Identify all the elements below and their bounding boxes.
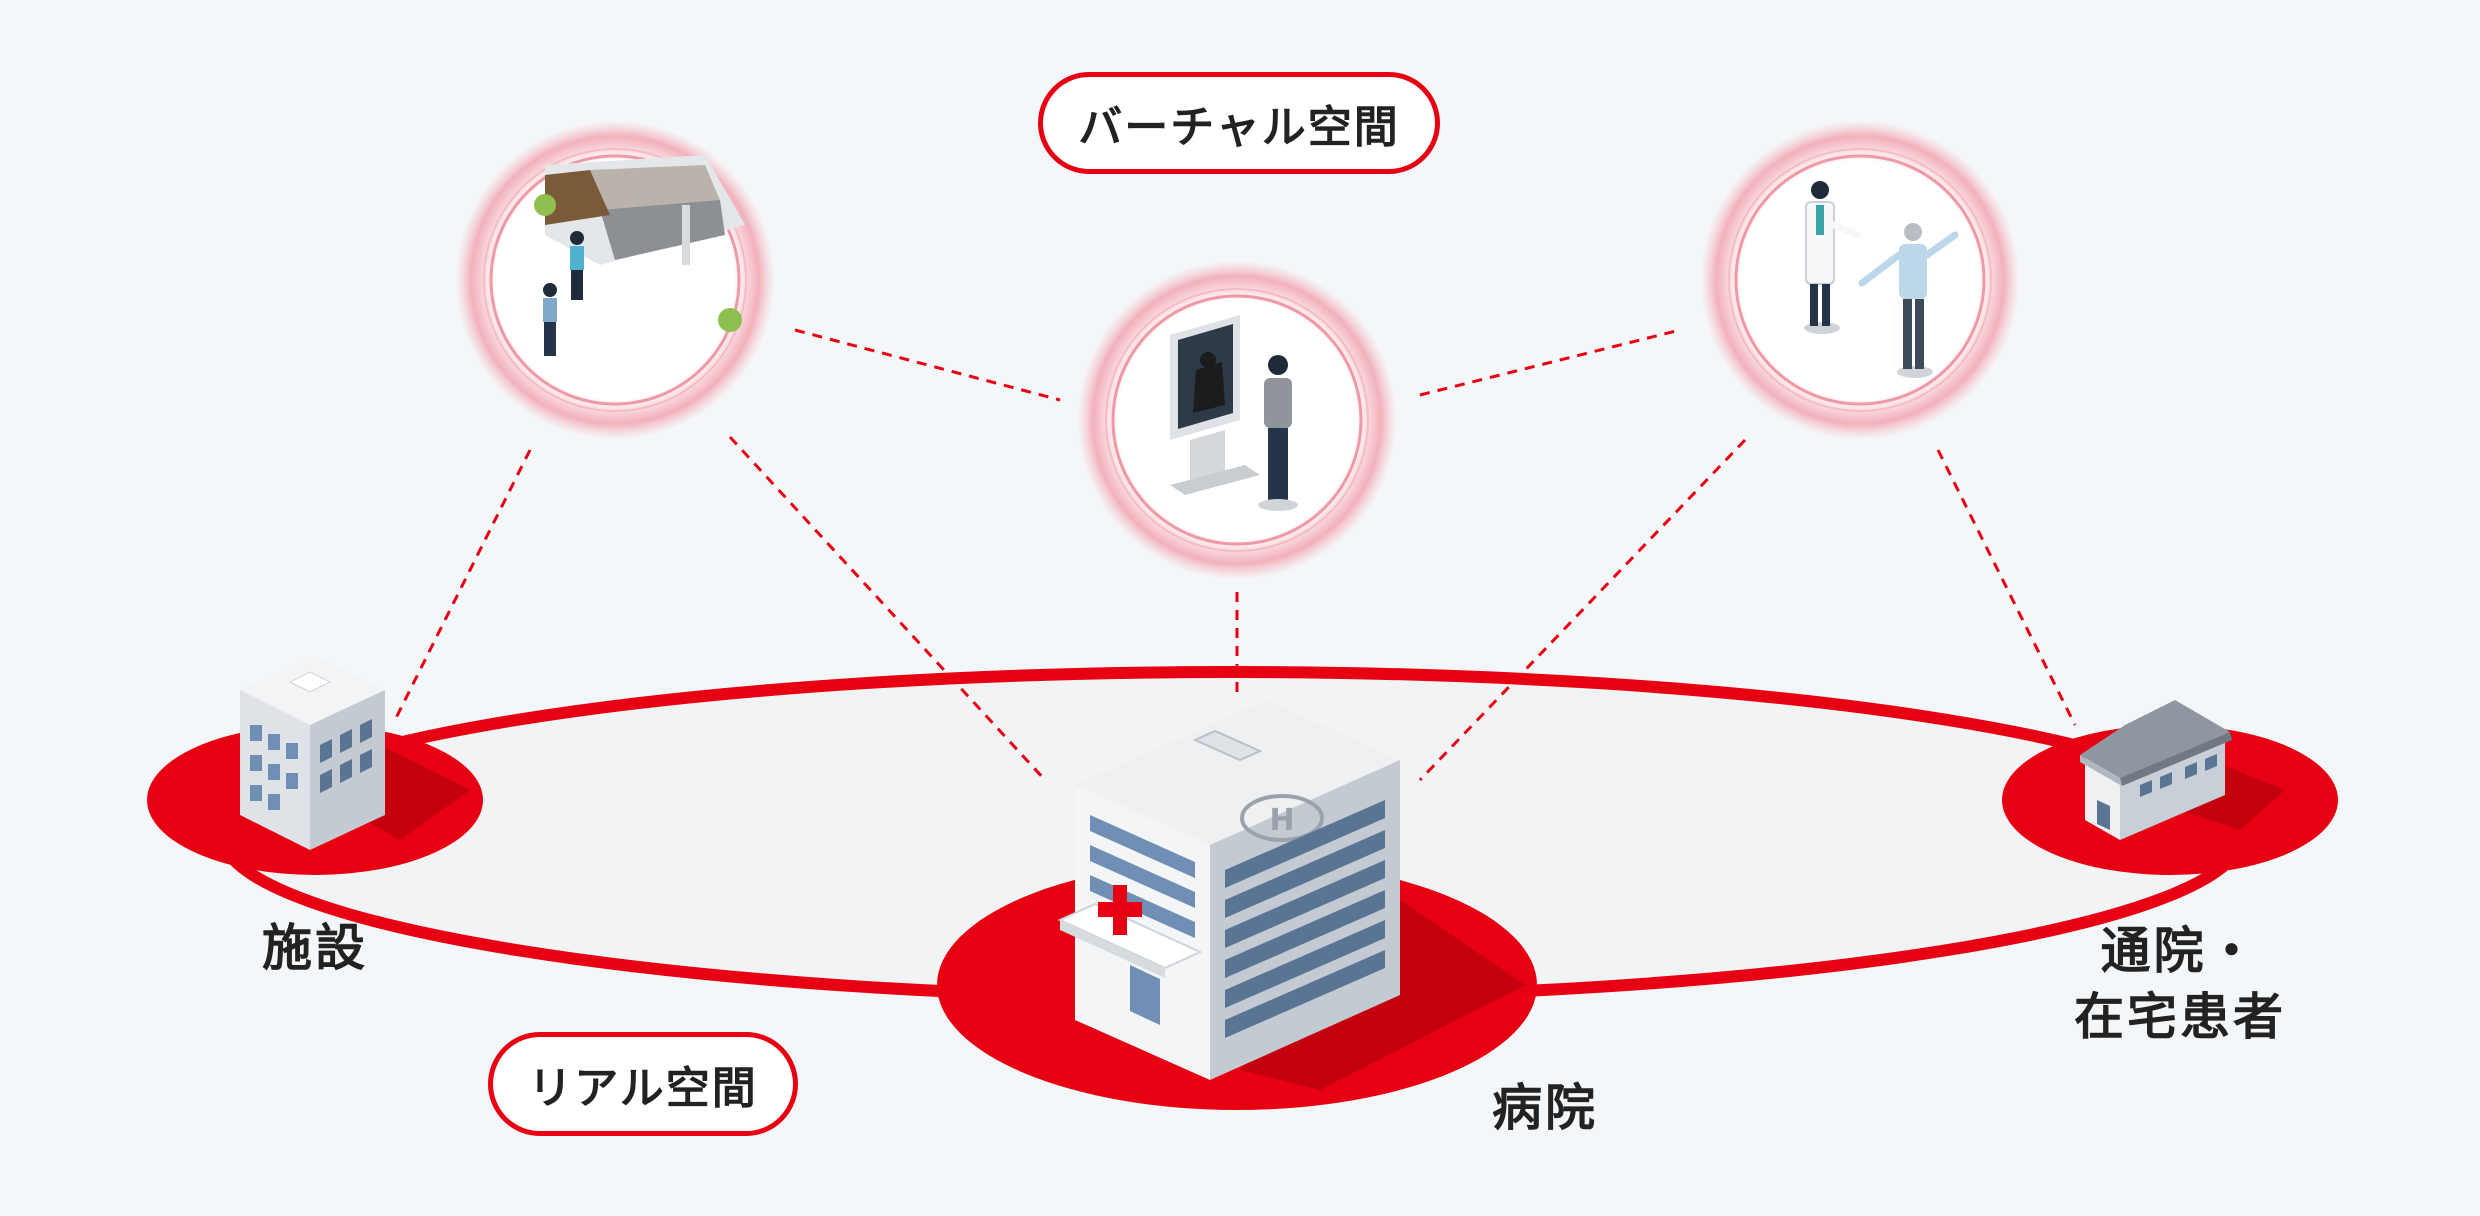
home-patient-label: 通院・ 在宅患者 [2030, 918, 2330, 1050]
home-patient-label-line1: 通院・ [2100, 922, 2260, 980]
real-space-badge: リアル空間 [488, 1032, 798, 1136]
doctor-and-patient-icon [1700, 120, 2020, 440]
virtual-space-badge: バーチャル空間 [1038, 72, 1440, 174]
connector-v2-v3 [1419, 328, 1681, 397]
hospital-building-icon: H [1057, 700, 1400, 1080]
home-patient-label-line2: 在宅患者 [2074, 988, 2286, 1046]
digital-signage-receptionist-icon [1077, 260, 1397, 580]
red-cross-icon [1098, 885, 1142, 935]
connector-lines [393, 328, 2077, 782]
facility-entrance-scene-icon [455, 120, 775, 440]
facility-label: 施設 [262, 919, 368, 977]
connector-v3-home [1936, 449, 2077, 726]
connector-v1-hospital [728, 435, 1047, 782]
office-building-icon [240, 655, 385, 850]
house-icon [2080, 700, 2232, 840]
connector-facility [393, 449, 532, 721]
connector-v1-v2 [794, 328, 1061, 402]
hospital-label: 病院 [1492, 1079, 1598, 1137]
connector-v3-hospital [1418, 438, 1747, 782]
helipad-letter: H [1269, 803, 1294, 838]
